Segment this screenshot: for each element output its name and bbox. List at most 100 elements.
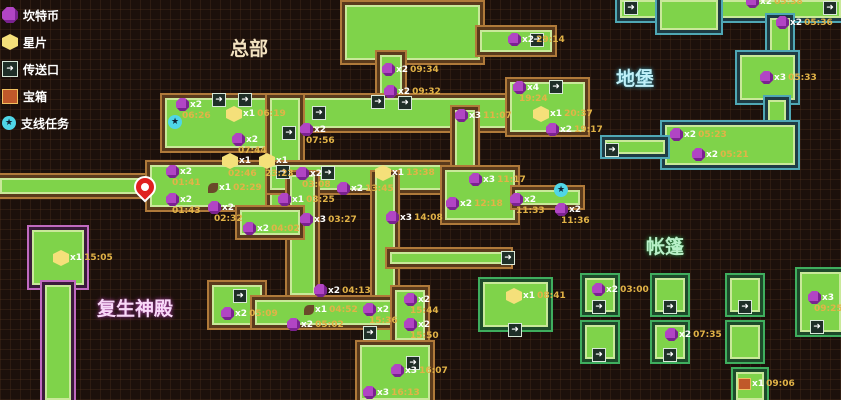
portal-icon[interactable]: ➜ bbox=[810, 320, 824, 334]
side-quest-icon[interactable]: ★ bbox=[554, 183, 568, 197]
map-room bbox=[665, 125, 795, 165]
coin-icon bbox=[384, 85, 397, 98]
portal-icon[interactable]: ➜ bbox=[663, 348, 677, 362]
portal-icon[interactable]: ➜ bbox=[212, 93, 226, 107]
portal-icon[interactable]: ➜ bbox=[508, 323, 522, 337]
marker-count: x2 bbox=[522, 34, 535, 45]
portal-icon[interactable]: ➜ bbox=[233, 289, 247, 303]
coin-icon bbox=[300, 123, 313, 136]
area-label-tent: 帐篷 bbox=[646, 236, 685, 258]
portal-icon[interactable]: ➜ bbox=[276, 165, 290, 179]
portal-icon[interactable]: ➜ bbox=[549, 80, 563, 94]
portal-icon[interactable]: ➜ bbox=[321, 166, 335, 180]
plant-icon bbox=[304, 305, 314, 315]
marker-timestamp: 03:08 bbox=[302, 180, 331, 190]
coin-icon bbox=[382, 63, 395, 76]
legend: 坎特币 星片 ➜传送口 宝箱 ★支线任务 bbox=[2, 4, 69, 139]
portal-icon[interactable]: ➜ bbox=[501, 251, 515, 265]
portal-icon[interactable]: ➜ bbox=[592, 300, 606, 314]
marker-count: x2 bbox=[606, 284, 619, 295]
portal-icon[interactable]: ➜ bbox=[371, 95, 385, 109]
portal-icon[interactable]: ➜ bbox=[823, 1, 837, 15]
coin-icon bbox=[670, 128, 683, 141]
portal-icon[interactable]: ➜ bbox=[398, 96, 412, 110]
portal-icon[interactable]: ➜ bbox=[738, 300, 752, 314]
portal-icon[interactable]: ➜ bbox=[605, 143, 619, 157]
coin-icon bbox=[455, 109, 468, 122]
coin-icon bbox=[243, 222, 256, 235]
coin-icon bbox=[363, 303, 376, 316]
portal-icon[interactable]: ➜ bbox=[663, 300, 677, 314]
map-room bbox=[605, 140, 665, 154]
side-quest-icon[interactable]: ★ bbox=[168, 115, 182, 129]
marker-timestamp: 02:46 bbox=[228, 169, 257, 179]
portal-icon[interactable]: ➜ bbox=[238, 93, 252, 107]
marker-timestamp: 15:44 bbox=[410, 306, 439, 316]
coin-icon bbox=[287, 318, 300, 331]
portal-icon[interactable]: ➜ bbox=[363, 326, 377, 340]
marker-timestamp: 04:52 bbox=[329, 305, 358, 315]
portal-icon[interactable]: ➜ bbox=[592, 348, 606, 362]
portal-icon[interactable]: ➜ bbox=[406, 356, 420, 370]
portal-icon[interactable]: ➜ bbox=[530, 33, 544, 47]
portal-icon[interactable]: ➜ bbox=[624, 1, 638, 15]
marker-count: x2 bbox=[377, 304, 390, 315]
portal-icon[interactable]: ➜ bbox=[282, 126, 296, 140]
marker-count: x2 bbox=[235, 308, 248, 319]
coin-icon bbox=[510, 193, 523, 206]
portal-icon[interactable]: ➜ bbox=[312, 106, 326, 120]
marker-count: x2 bbox=[418, 294, 431, 305]
map-room bbox=[730, 325, 760, 359]
coin-icon bbox=[555, 203, 568, 216]
